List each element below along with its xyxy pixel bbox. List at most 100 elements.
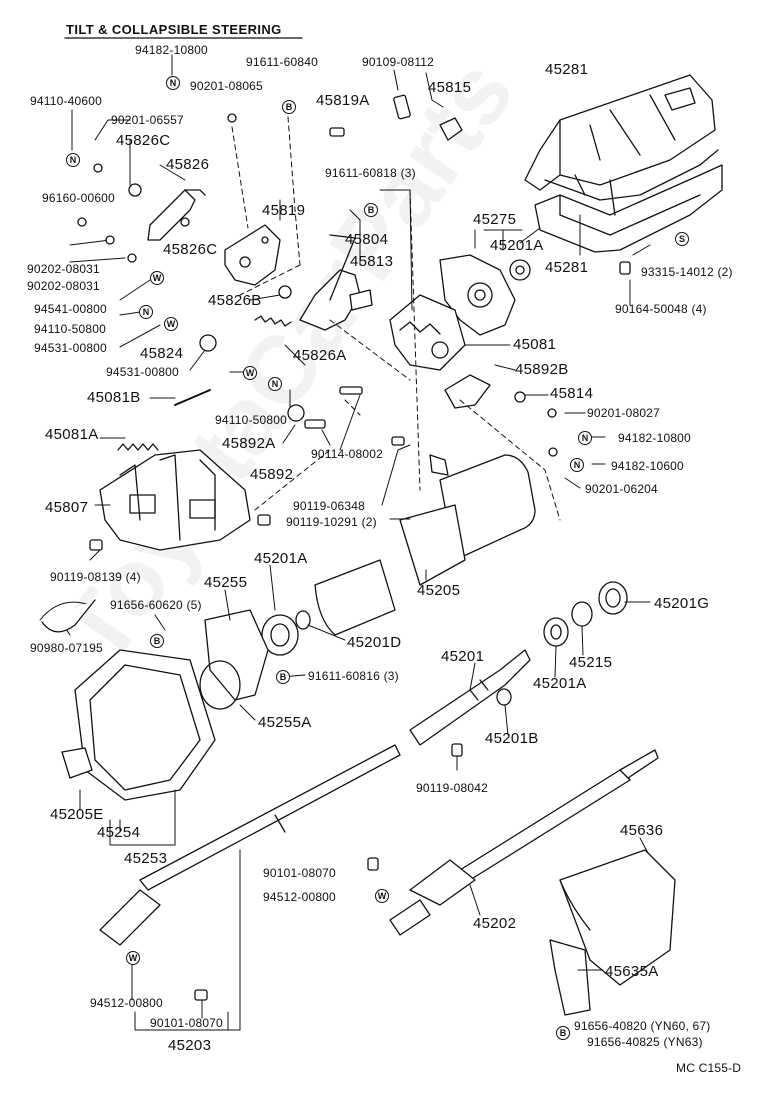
diagram-title: TILT & COLLAPSIBLE STEERING [66, 22, 282, 37]
part-label: 90109-08112 [362, 55, 435, 69]
part-label: 94541-00800 [34, 302, 107, 316]
part-label: 45254 [97, 824, 141, 841]
part-label: 45203 [168, 1037, 212, 1054]
part-label: 45819A [316, 92, 370, 109]
part-label: 45255 [204, 574, 248, 591]
intermediate-shaft-45203 [99, 744, 401, 946]
part-label: 94512-00800 [90, 996, 163, 1010]
bearing-45201A-lower [543, 617, 569, 647]
fasteners [41, 94, 631, 1001]
part-label: 90201-06557 [111, 113, 184, 127]
part-label: 45255A [258, 714, 312, 731]
part-label: 45892 [250, 466, 294, 483]
symbol-b-badge: B [150, 634, 164, 648]
pawl-stopper-45813 [349, 289, 373, 311]
bearing-45201A [261, 614, 299, 656]
part-label: 45826C [163, 241, 218, 258]
boot-45636 [559, 849, 676, 986]
part-label: 91611-60818 (3) [325, 166, 416, 180]
symbol-n-badge: N [268, 377, 282, 391]
part-label: 90202-08031 [27, 279, 100, 293]
part-label: 90119-06348 [293, 499, 366, 513]
part-label: 45815 [428, 79, 472, 96]
part-label: 94182-10800 [618, 431, 691, 445]
symbol-s-badge: S [675, 232, 689, 246]
part-label: 45814 [550, 385, 594, 402]
bearing-45201G [598, 581, 628, 615]
symbol-b-badge: B [556, 1026, 570, 1040]
part-label: 45201A [254, 550, 308, 567]
symbol-n-badge: N [139, 305, 153, 319]
part-label: 45201A [533, 675, 587, 692]
part-label: 90119-10291 (2) [286, 515, 377, 529]
part-label: 94531-00800 [106, 365, 179, 379]
part-label: 45081A [45, 426, 99, 443]
part-label: 91611-60840 [246, 55, 319, 69]
part-label: 90201-08065 [190, 79, 263, 93]
tilt-steering-support-45275 [439, 254, 531, 336]
plate-45205E [61, 747, 93, 779]
symbol-n-badge: N [66, 153, 80, 167]
part-label: 90119-08139 (4) [50, 570, 141, 584]
symbol-w-badge: W [126, 951, 140, 965]
part-label: 45201D [347, 634, 402, 651]
ring-45201D [295, 610, 311, 630]
part-label: 94512-00800 [263, 890, 336, 904]
part-label: 90119-08042 [416, 781, 489, 795]
lower-shaft-45202 [389, 749, 659, 936]
rod-45081B [174, 389, 211, 406]
upper-column-cover-45281 [524, 74, 719, 201]
part-label: 45201 [441, 648, 485, 665]
part-label: 45826 [166, 156, 210, 173]
symbol-n-badge: N [166, 76, 180, 90]
part-label: 94110-50800 [34, 322, 107, 336]
part-label: 90201-08027 [587, 406, 660, 420]
spring-45081A [117, 443, 159, 451]
hole-cover-45255 [204, 609, 269, 701]
part-label: 90101-08070 [150, 1016, 223, 1030]
part-label: 45201B [485, 730, 539, 747]
part-label: 45636 [620, 822, 664, 839]
part-label: 94531-00800 [34, 341, 107, 355]
part-label: 45201A [490, 237, 544, 254]
part-label: 45205 [417, 582, 461, 599]
symbol-w-badge: W [243, 366, 257, 380]
part-label: 45081 [513, 336, 557, 353]
part-label: 45215 [569, 654, 613, 671]
part-label: 91656-60620 (5) [110, 598, 202, 612]
part-label: 94182-10600 [611, 459, 684, 473]
bushing-45215 [571, 601, 593, 627]
part-label: 45081B [87, 389, 141, 406]
part-label: 45813 [350, 253, 394, 270]
bracket-45892B [444, 374, 491, 409]
part-label: 90101-08070 [263, 866, 336, 880]
ring-45201B [496, 688, 512, 706]
part-label: 45826B [208, 292, 262, 309]
part-label: 45201G [654, 595, 710, 612]
seal-45255A [199, 660, 241, 710]
part-label: 94110-40600 [30, 94, 103, 108]
part-label: 94182-10800 [135, 43, 208, 57]
symbol-b-badge: B [276, 670, 290, 684]
part-label: 45275 [473, 211, 517, 228]
symbol-w-badge: W [164, 317, 178, 331]
part-label: 93315-14012 (2) [641, 265, 733, 279]
part-label: 91611-60816 (3) [308, 669, 399, 683]
part-label: 90201-06204 [585, 482, 658, 496]
part-label: 45804 [345, 231, 389, 248]
bracket-45635A [549, 939, 591, 1016]
column-hole-cover-45253 [74, 649, 216, 801]
lower-column-cover-45281 [534, 164, 723, 253]
footer-code: MC C155-D [676, 1061, 742, 1075]
part-label: 91656-40825 (YN63) [587, 1035, 703, 1049]
column-bracket-45081 [389, 294, 466, 371]
part-label: 45205E [50, 806, 104, 823]
symbol-w-badge: W [375, 889, 389, 903]
column-tube-45205 [314, 454, 536, 636]
part-label: 94110-50800 [215, 413, 288, 427]
part-label: 45824 [140, 345, 184, 362]
symbol-w-badge: W [150, 271, 164, 285]
part-label: 45826C [116, 132, 171, 149]
part-label: 45202 [473, 915, 517, 932]
